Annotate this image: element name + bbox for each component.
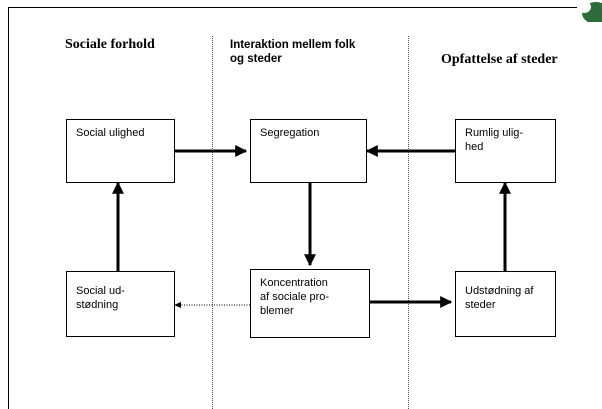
frame-left-border bbox=[8, 7, 9, 409]
box-segregation-text: Segregation bbox=[260, 127, 320, 139]
header-interaktion-line1: Interaktion mellem folk bbox=[230, 39, 356, 51]
column-divider-right bbox=[408, 36, 409, 409]
dotted-arrow-head bbox=[174, 302, 181, 308]
box-social-ulighed: Social ulighed bbox=[66, 119, 175, 183]
box-rumlig-ulighed-line2: hed bbox=[465, 141, 484, 153]
frame-top-border bbox=[8, 7, 602, 8]
box-udstoedning-steder: Udstødning af steder bbox=[455, 271, 556, 337]
box-social-udstoedning-line1: Social ud- bbox=[76, 285, 125, 297]
box-segregation: Segregation bbox=[250, 119, 367, 183]
box-rumlig-ulighed: Rumlig ulig- hed bbox=[455, 119, 556, 183]
header-interaktion: Interaktion mellem folk og steder bbox=[230, 38, 355, 66]
box-udstoedning-steder-line1: Udstødning af bbox=[465, 285, 534, 297]
box-koncentration-line2: af sociale pro- bbox=[260, 291, 330, 303]
box-social-ulighed-text: Social ulighed bbox=[76, 127, 145, 139]
box-koncentration: Koncentration af sociale pro- blemer bbox=[250, 269, 370, 338]
header-opfattelse: Opfattelse af steder bbox=[441, 52, 558, 67]
box-udstoedning-steder-line2: steder bbox=[465, 299, 496, 311]
header-interaktion-line2: og steder bbox=[230, 53, 282, 65]
box-social-udstoedning: Social ud- stødning bbox=[66, 271, 175, 337]
box-koncentration-line1: Koncentration bbox=[260, 277, 328, 289]
box-social-udstoedning-line2: stødning bbox=[76, 299, 119, 311]
header-sociale-forhold: Sociale forhold bbox=[65, 37, 155, 52]
corner-logo bbox=[576, 0, 602, 22]
box-rumlig-ulighed-line1: Rumlig ulig- bbox=[465, 127, 524, 139]
box-koncentration-line3: blemer bbox=[260, 305, 294, 317]
column-divider-left bbox=[212, 36, 213, 409]
